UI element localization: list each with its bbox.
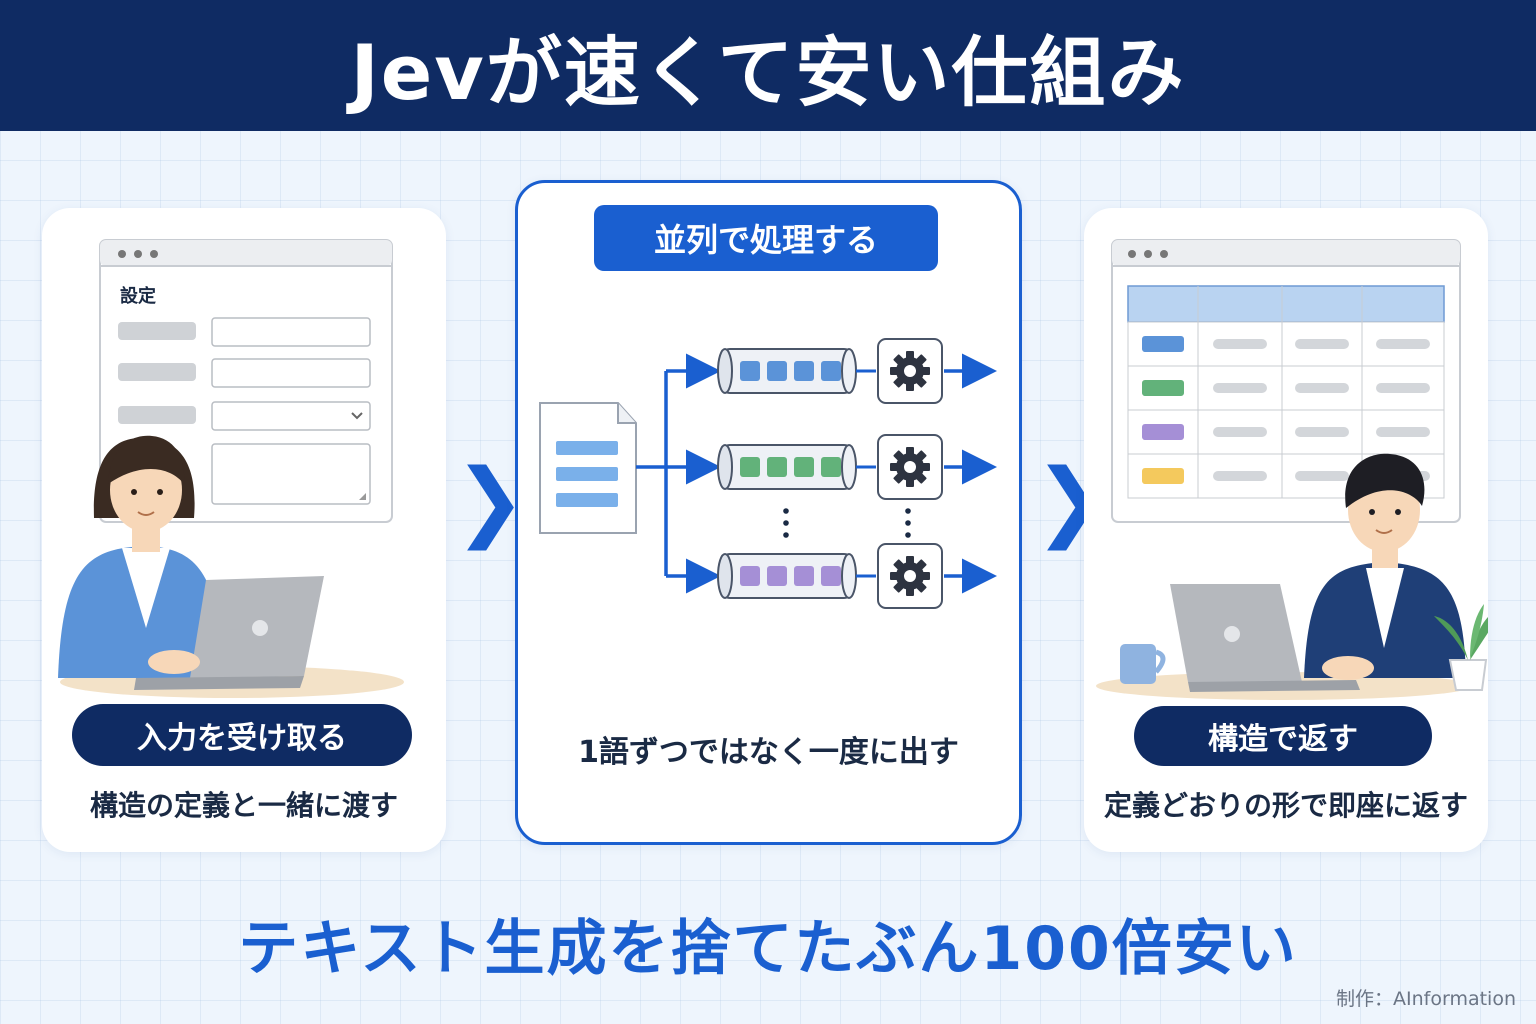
plant-icon	[1434, 604, 1488, 691]
page-title: Jevが速くて安い仕組み	[350, 27, 1186, 117]
token-block	[794, 457, 814, 477]
window-dot-icon	[150, 250, 158, 258]
parallel-pipeline-diagram	[539, 338, 997, 609]
input-step-caption: 構造の定義と一緒に渡す	[89, 789, 398, 822]
cell-placeholder	[1213, 427, 1267, 437]
table-row	[1127, 409, 1445, 455]
cell-placeholder	[1376, 427, 1430, 437]
input-panel: 設定 入力を受け取る 構	[42, 208, 446, 852]
output-step-label: 構造で返す	[1134, 706, 1432, 766]
cell-placeholder	[1213, 471, 1267, 481]
document-icon	[539, 402, 637, 534]
bottom-headline: テキスト生成を捨てたぶん100倍安い	[238, 914, 1298, 984]
form-textarea	[211, 443, 371, 505]
man-with-laptop-illustration	[1096, 453, 1488, 700]
token-block	[740, 566, 760, 586]
cell-placeholder	[1295, 427, 1349, 437]
form-select-field	[211, 401, 371, 431]
output-panel: 構造で返す 定義どおりの形で即座に返す	[1084, 208, 1488, 852]
token-block	[767, 361, 787, 381]
processing-panel: 並列で処理する 1語ずつではなく一度に出す	[515, 180, 1022, 845]
row-tag	[1142, 424, 1184, 440]
table-row	[1127, 365, 1445, 411]
cell-placeholder	[1213, 339, 1267, 349]
gear-icon	[890, 351, 930, 391]
token-block	[821, 457, 841, 477]
output-illustration	[1096, 239, 1488, 700]
form-text-field	[211, 317, 371, 347]
token-block	[794, 361, 814, 381]
window-dot-icon	[1128, 250, 1136, 258]
token-block	[740, 361, 760, 381]
token-block	[740, 457, 760, 477]
cell-placeholder	[1213, 383, 1267, 393]
header-bar: Jevが速くて安い仕組み	[0, 0, 1536, 131]
cell-placeholder	[1295, 471, 1349, 481]
cell-placeholder	[1376, 339, 1430, 349]
row-tag	[1142, 336, 1184, 352]
processing-step-label: 並列で処理する	[594, 205, 938, 271]
cell-placeholder	[1295, 339, 1349, 349]
table-row	[1127, 321, 1445, 367]
gear-icon	[890, 556, 930, 596]
table-window	[1111, 239, 1461, 523]
arrow-right-icon: ❯	[454, 451, 527, 551]
woman-with-laptop-illustration	[58, 435, 404, 698]
chevron-down-icon	[351, 412, 363, 420]
branch-connector	[636, 353, 721, 594]
table-header	[1127, 285, 1445, 323]
form-title: 設定	[120, 285, 156, 307]
window-dot-icon	[118, 250, 126, 258]
pipeline-2	[717, 434, 997, 500]
credit-text: 制作：AInformation	[1336, 988, 1516, 1010]
cell-placeholder	[1376, 383, 1430, 393]
token-block	[767, 566, 787, 586]
output-step-caption: 定義どおりの形で即座に返す	[1103, 789, 1468, 822]
cell-placeholder	[1295, 383, 1349, 393]
token-block	[821, 361, 841, 381]
processing-step-caption: 1語ずつではなく一度に出す	[578, 735, 959, 770]
pipeline-3	[717, 543, 997, 609]
window-dot-icon	[134, 250, 142, 258]
row-tag	[1142, 380, 1184, 396]
token-block	[821, 566, 841, 586]
input-illustration: 設定	[58, 239, 404, 698]
form-text-field	[211, 358, 371, 388]
mug-icon	[1120, 644, 1156, 684]
window-dot-icon	[1160, 250, 1168, 258]
input-step-label: 入力を受け取る	[72, 704, 412, 766]
gear-icon	[890, 447, 930, 487]
token-block	[767, 457, 787, 477]
token-block	[794, 566, 814, 586]
ellipsis-icon	[783, 508, 911, 538]
row-tag	[1142, 468, 1184, 484]
window-dot-icon	[1144, 250, 1152, 258]
pipeline-1	[717, 338, 997, 404]
